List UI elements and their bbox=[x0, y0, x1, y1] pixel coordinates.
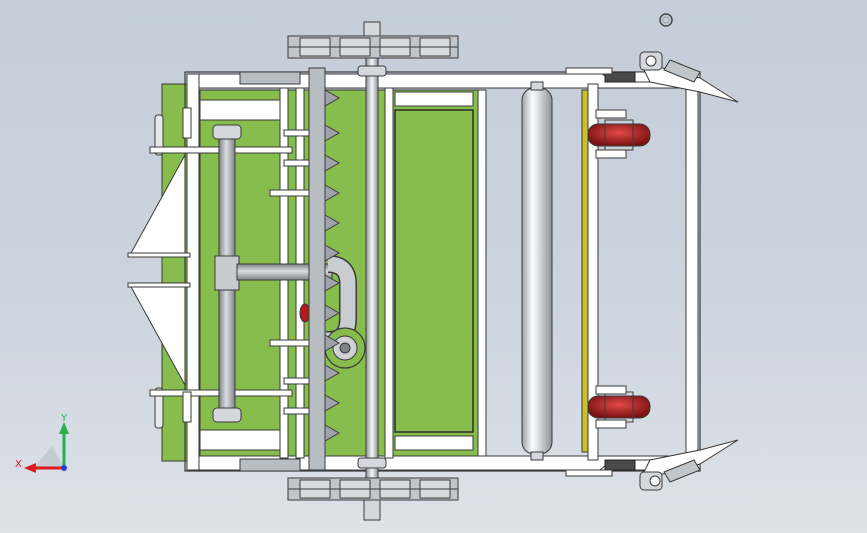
y-axis-label: Y bbox=[60, 413, 68, 424]
distribution-pipe bbox=[212, 124, 366, 423]
compaction-roller bbox=[521, 81, 553, 461]
y-axis-arrow bbox=[59, 422, 69, 434]
tine-bar bbox=[308, 67, 341, 471]
x-axis-arrow bbox=[24, 463, 36, 473]
x-axis-label: X bbox=[15, 459, 22, 470]
z-axis-dot bbox=[61, 465, 67, 471]
top-drive-assembly bbox=[287, 35, 459, 59]
coordinate-triad-icon: Y X bbox=[15, 413, 69, 473]
gauge-wheel-bottom bbox=[587, 385, 651, 429]
hitch-arm-top bbox=[639, 51, 739, 103]
hitch-arm-bottom bbox=[639, 439, 739, 491]
orbit-icon[interactable] bbox=[658, 12, 674, 28]
gauge-wheel-top bbox=[587, 109, 651, 159]
bottom-drive-assembly bbox=[287, 477, 459, 501]
